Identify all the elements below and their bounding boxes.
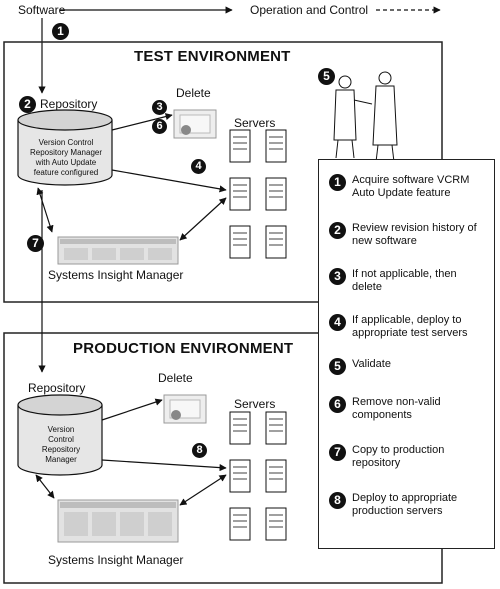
- step-7-badge: 7: [27, 235, 44, 252]
- legend-badge: 5: [329, 358, 346, 375]
- validation-people-illustration: [333, 71, 398, 163]
- production-delete-label: Delete: [158, 371, 193, 385]
- production-sim-screenshot: [57, 499, 179, 543]
- operation-and-control-label: Operation and Control: [250, 3, 369, 17]
- test-servers-group: [229, 129, 287, 259]
- step-5-badge: 5: [318, 68, 335, 85]
- production-sim-label: Systems Insight Manager: [48, 553, 184, 567]
- production-repository-cylinder: [17, 394, 103, 476]
- test-sim-label: Systems Insight Manager: [48, 268, 184, 282]
- legend-badge: 1: [329, 174, 346, 191]
- test-servers-label: Servers: [234, 116, 276, 130]
- step-2-badge: 2: [19, 96, 36, 113]
- step-8-badge: 8: [192, 443, 207, 458]
- test-repository-label: Repository: [40, 97, 98, 111]
- step-1-badge: 1: [52, 23, 69, 40]
- test-delete-label: Delete: [176, 86, 211, 100]
- legend-badge: 8: [329, 492, 346, 509]
- legend-badge: 2: [329, 222, 346, 239]
- test-environment-title: TEST ENVIRONMENT: [134, 48, 291, 65]
- legend-badge: 4: [329, 314, 346, 331]
- test-sim-screenshot: [57, 236, 179, 265]
- step-4-badge: 4: [191, 159, 206, 174]
- production-environment-title: PRODUCTION ENVIRONMENT: [73, 340, 294, 357]
- step-3-badge: 3: [152, 100, 167, 115]
- production-repository-text: Version Control Repository Manager: [41, 425, 81, 464]
- production-servers-label: Servers: [234, 397, 276, 411]
- test-delete-icon: [173, 109, 217, 139]
- production-repository-label: Repository: [28, 381, 86, 395]
- production-delete-icon: [163, 394, 207, 424]
- test-repository-cylinder: [17, 109, 113, 186]
- legend-badge: 6: [329, 396, 346, 413]
- test-repository-text: Version Control Repository Manager with …: [29, 138, 103, 177]
- production-servers-group: [229, 411, 287, 541]
- legend-badge: 3: [329, 268, 346, 285]
- step-6-badge: 6: [152, 119, 167, 134]
- legend-badge: 7: [329, 444, 346, 461]
- software-label: Software: [18, 3, 66, 17]
